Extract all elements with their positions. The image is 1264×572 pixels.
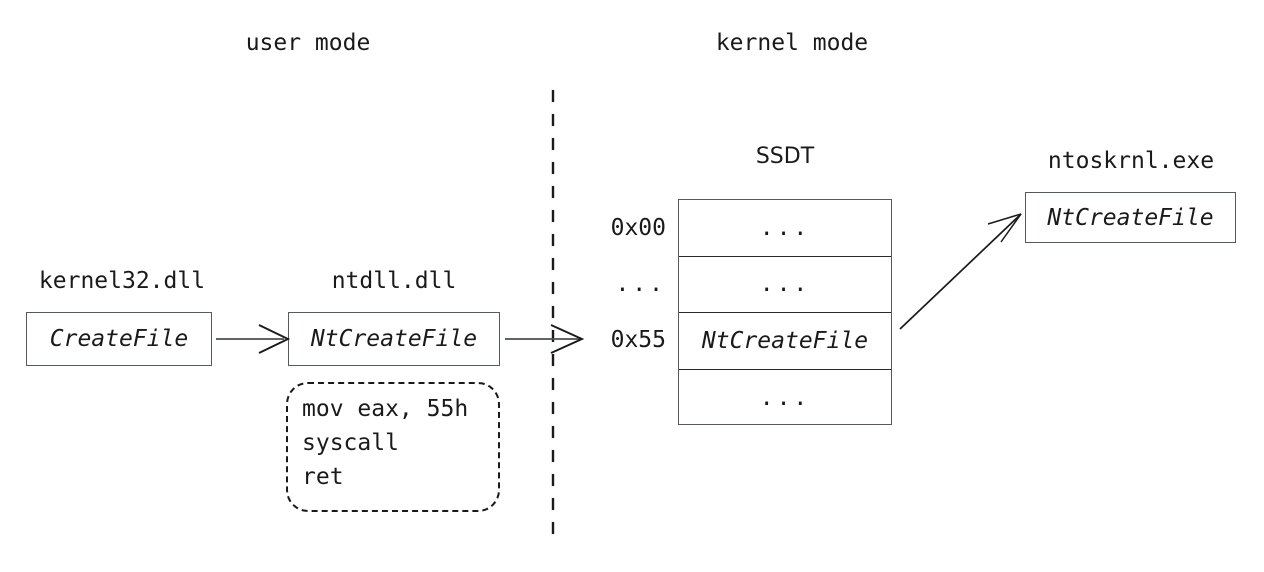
- stub-code-line-3: ret: [302, 464, 344, 490]
- ntdll-ntcreatefile-label: NtCreateFile: [310, 326, 478, 352]
- ssdt-table: ... ... NtCreateFile ...: [678, 199, 892, 425]
- kernel32-module-label: kernel32.dll: [38, 268, 206, 294]
- ntoskrnl-ntcreatefile-box[interactable]: NtCreateFile: [1025, 192, 1236, 243]
- ssdt-cell-3: ...: [759, 384, 811, 411]
- ntoskrnl-module-label: ntoskrnl.exe: [1047, 148, 1215, 174]
- ntdll-module-label: ntdll.dll: [331, 268, 457, 294]
- ssdt-cell-0: ...: [759, 214, 811, 241]
- createfile-box[interactable]: CreateFile: [26, 312, 212, 366]
- arrow-ssdt-to-ntoskrnl-head-upper: [987, 213, 1022, 225]
- stub-code-line-2: syscall: [302, 430, 399, 456]
- ssdt-title: SSDT: [755, 144, 815, 169]
- ssdt-row-2[interactable]: NtCreateFile: [679, 313, 891, 370]
- user-mode-title: user mode: [245, 30, 371, 56]
- ssdt-index-1: ...: [615, 271, 666, 297]
- ssdt-cell-2: NtCreateFile: [701, 327, 869, 354]
- ssdt-row-1[interactable]: ...: [679, 257, 891, 313]
- arrow-syscall-head: [550, 324, 585, 354]
- ssdt-row-3[interactable]: ...: [679, 370, 891, 427]
- stub-code-line-1: mov eax, 55h: [302, 396, 469, 422]
- ssdt-index-2: 0x55: [610, 327, 666, 353]
- ntoskrnl-ntcreatefile-label: NtCreateFile: [1047, 204, 1214, 231]
- arrow-createfile-head: [258, 324, 291, 354]
- ssdt-index-0: 0x00: [610, 215, 666, 241]
- syscall-stub-box: mov eax, 55h syscall ret: [286, 382, 500, 512]
- arrow-ssdt-to-ntoskrnl-shaft: [899, 213, 1022, 330]
- ssdt-row-0[interactable]: ...: [679, 200, 891, 257]
- arrow-ssdt-to-ntoskrnl-head-lower: [1000, 213, 1022, 243]
- createfile-label: CreateFile: [49, 326, 189, 352]
- kernel-mode-title: kernel mode: [715, 30, 869, 56]
- ntdll-ntcreatefile-box[interactable]: NtCreateFile: [288, 312, 500, 366]
- ssdt-cell-1: ...: [759, 271, 811, 298]
